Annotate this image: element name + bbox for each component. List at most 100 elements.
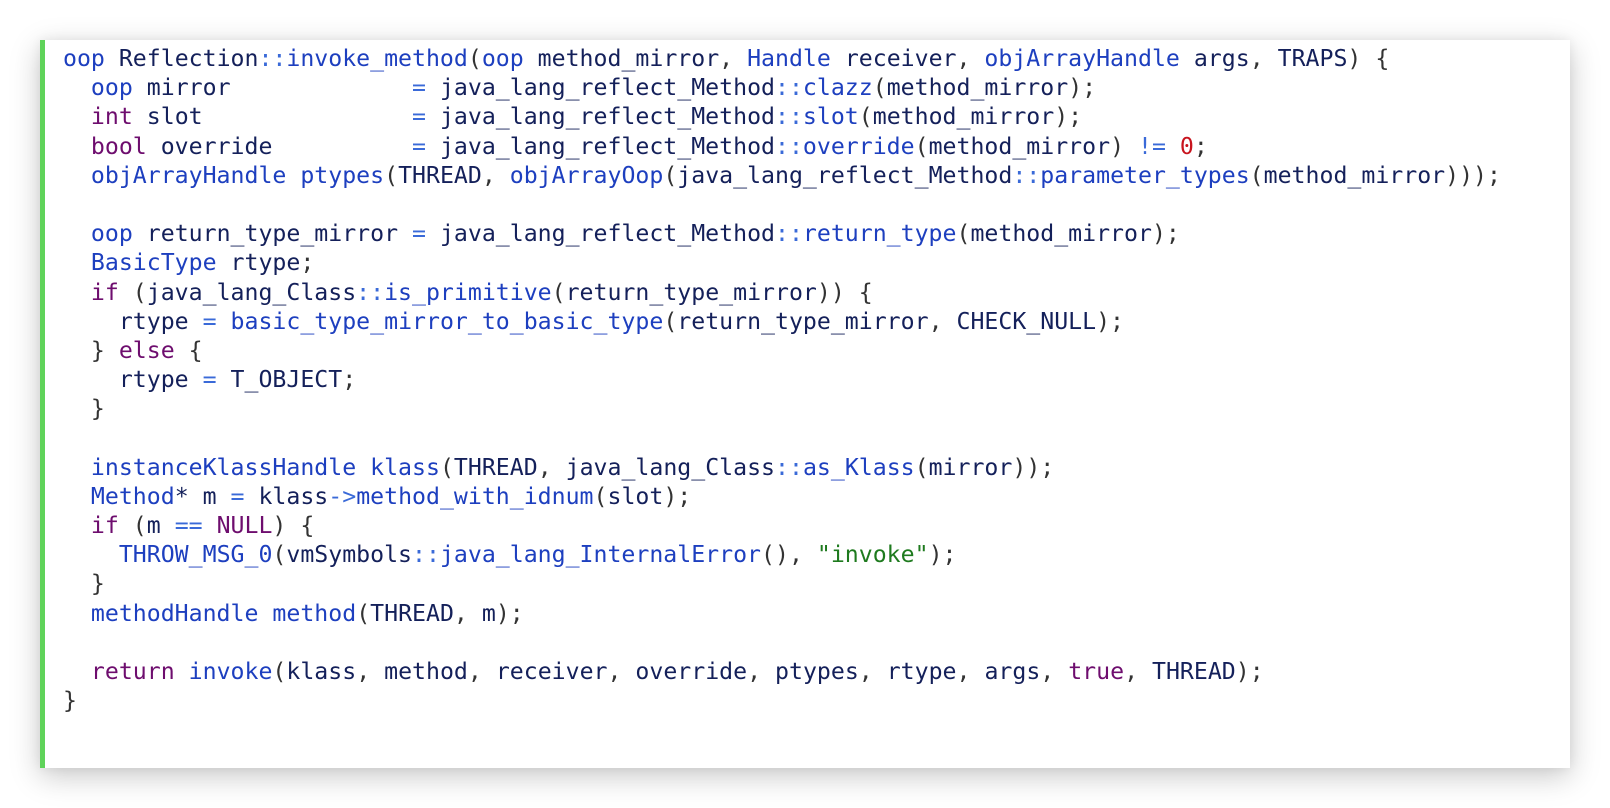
code-punctuation-token: , [607, 657, 636, 685]
code-punctuation-token: } [63, 336, 119, 364]
code-function-token: slot [802, 103, 859, 131]
code-operator-token: != [1137, 132, 1166, 160]
code-function-token: method [272, 599, 357, 627]
code-punctuation-token: ) { [1347, 45, 1390, 72]
code-punctuation-token: , [356, 657, 385, 685]
code-punctuation-token: ( [356, 599, 371, 627]
code-identifier-token: THREAD [1151, 657, 1236, 685]
code-line: } [63, 569, 1501, 598]
code-identifier-token [63, 162, 91, 189]
code-view: oop Reflection::invoke_method(oop method… [63, 44, 1501, 715]
code-identifier-token [286, 162, 300, 189]
code-identifier-token: m [481, 599, 496, 627]
code-line: rtype = T_OBJECT; [63, 365, 1501, 394]
code-identifier-token: slot [607, 482, 664, 510]
code-identifier-token [217, 308, 231, 335]
code-punctuation-token: ; [1193, 132, 1208, 160]
code-identifier-token [63, 512, 91, 539]
code-operator-token: :: [775, 103, 803, 131]
code-identifier-token: method_mirror [1263, 161, 1446, 189]
code-identifier-token: java_lang_reflect_Method [425, 132, 775, 160]
code-operator-token: :: [258, 45, 287, 72]
code-punctuation-token: ( [384, 161, 399, 189]
code-operator-token: = [202, 366, 217, 394]
code-punctuation-token: ( [663, 307, 678, 335]
code-punctuation-token: } [63, 570, 105, 598]
code-punctuation-token: ( [914, 453, 929, 481]
code-identifier-token [63, 74, 91, 101]
code-type-token: objArrayHandle [984, 45, 1180, 72]
code-type-token: instanceKlassHandle [90, 453, 357, 481]
code-punctuation-token: , [537, 453, 566, 481]
code-operator-token: == [174, 512, 203, 539]
code-identifier-token: rtype [216, 249, 301, 277]
code-function-token: return_type [802, 220, 957, 248]
code-punctuation-token: , [719, 45, 748, 72]
code-punctuation-token: , [747, 657, 776, 685]
code-line: if (java_lang_Class::is_primitive(return… [63, 278, 1501, 307]
code-type-token: methodHandle [90, 599, 259, 627]
code-punctuation-token: ); [663, 482, 692, 510]
code-identifier-token: args [984, 657, 1041, 685]
code-identifier-token: * m [174, 482, 231, 510]
code-identifier-token: args [1179, 45, 1250, 72]
code-punctuation-token: ( [914, 132, 929, 160]
code-identifier-token [1166, 133, 1180, 160]
code-line: oop return_type_mirror = java_lang_refle… [63, 219, 1501, 248]
code-block-card: oop Reflection::invoke_method(oop method… [40, 40, 1570, 768]
code-identifier-token: receiver [830, 45, 957, 72]
code-punctuation-token: ))); [1445, 161, 1501, 189]
code-punctuation-token: , [1124, 657, 1152, 685]
code-line: BasicType rtype; [63, 248, 1501, 277]
code-punctuation-token: ( [467, 45, 482, 72]
code-identifier-token: T_OBJECT [216, 366, 343, 394]
code-identifier-token: override [635, 657, 748, 685]
code-punctuation-token: } [63, 687, 77, 715]
code-identifier-token [203, 512, 217, 539]
code-line: THROW_MSG_0(vmSymbols::java_lang_Interna… [63, 540, 1501, 569]
code-punctuation-token: ); [1096, 307, 1125, 335]
code-identifier-token: THREAD [453, 453, 538, 481]
code-punctuation-token: , [1040, 657, 1069, 685]
code-identifier-token [63, 541, 119, 568]
code-identifier-token [63, 600, 91, 627]
code-punctuation-token: ( [1249, 161, 1264, 189]
code-operator-token: = [412, 132, 426, 160]
code-punctuation-token: ( [118, 278, 147, 306]
code-identifier-token: java_lang_Class [565, 453, 776, 481]
code-type-token: oop [90, 74, 133, 102]
code-type-token: objArrayHandle [90, 161, 287, 189]
code-punctuation-token: , [453, 599, 482, 627]
code-identifier-token: mirror [928, 453, 1013, 481]
code-identifier-token: rtype [63, 366, 203, 394]
code-punctuation-token: ( [872, 74, 887, 102]
code-type-token: BasicType [90, 249, 217, 277]
code-identifier-token: klass [244, 482, 329, 510]
code-type-token: Handle [747, 45, 831, 72]
code-keyword-token: int [90, 103, 133, 131]
code-function-token: is_primitive [384, 278, 552, 306]
code-identifier-token: method_mirror [970, 220, 1152, 248]
code-function-token: method_with_idnum [356, 482, 594, 510]
code-identifier-token: THREAD [370, 599, 454, 627]
code-punctuation-token: ); [1068, 74, 1097, 102]
code-identifier-token: method_mirror [886, 74, 1069, 102]
code-identifier-token [63, 454, 91, 481]
code-function-token: THROW_MSG_0 [118, 541, 273, 569]
code-identifier-token [63, 220, 91, 247]
code-keyword-token: if [90, 278, 119, 306]
code-punctuation-token: ); [928, 541, 957, 569]
code-punctuation-token: ) { [272, 512, 315, 539]
code-operator-token: = [230, 482, 245, 510]
code-line: bool override = java_lang_reflect_Method… [63, 132, 1501, 161]
code-line: if (m == NULL) { [63, 511, 1501, 540]
code-identifier-token [63, 103, 91, 130]
code-operator-token: = [412, 74, 426, 102]
code-line: } else { [63, 336, 1501, 365]
code-keyword-token: bool [90, 132, 147, 160]
code-punctuation-token: ); [495, 599, 524, 627]
code-identifier-token: vmSymbols [286, 541, 413, 569]
code-number-token: 0 [1179, 132, 1194, 160]
code-punctuation-token: ); [1054, 103, 1083, 131]
